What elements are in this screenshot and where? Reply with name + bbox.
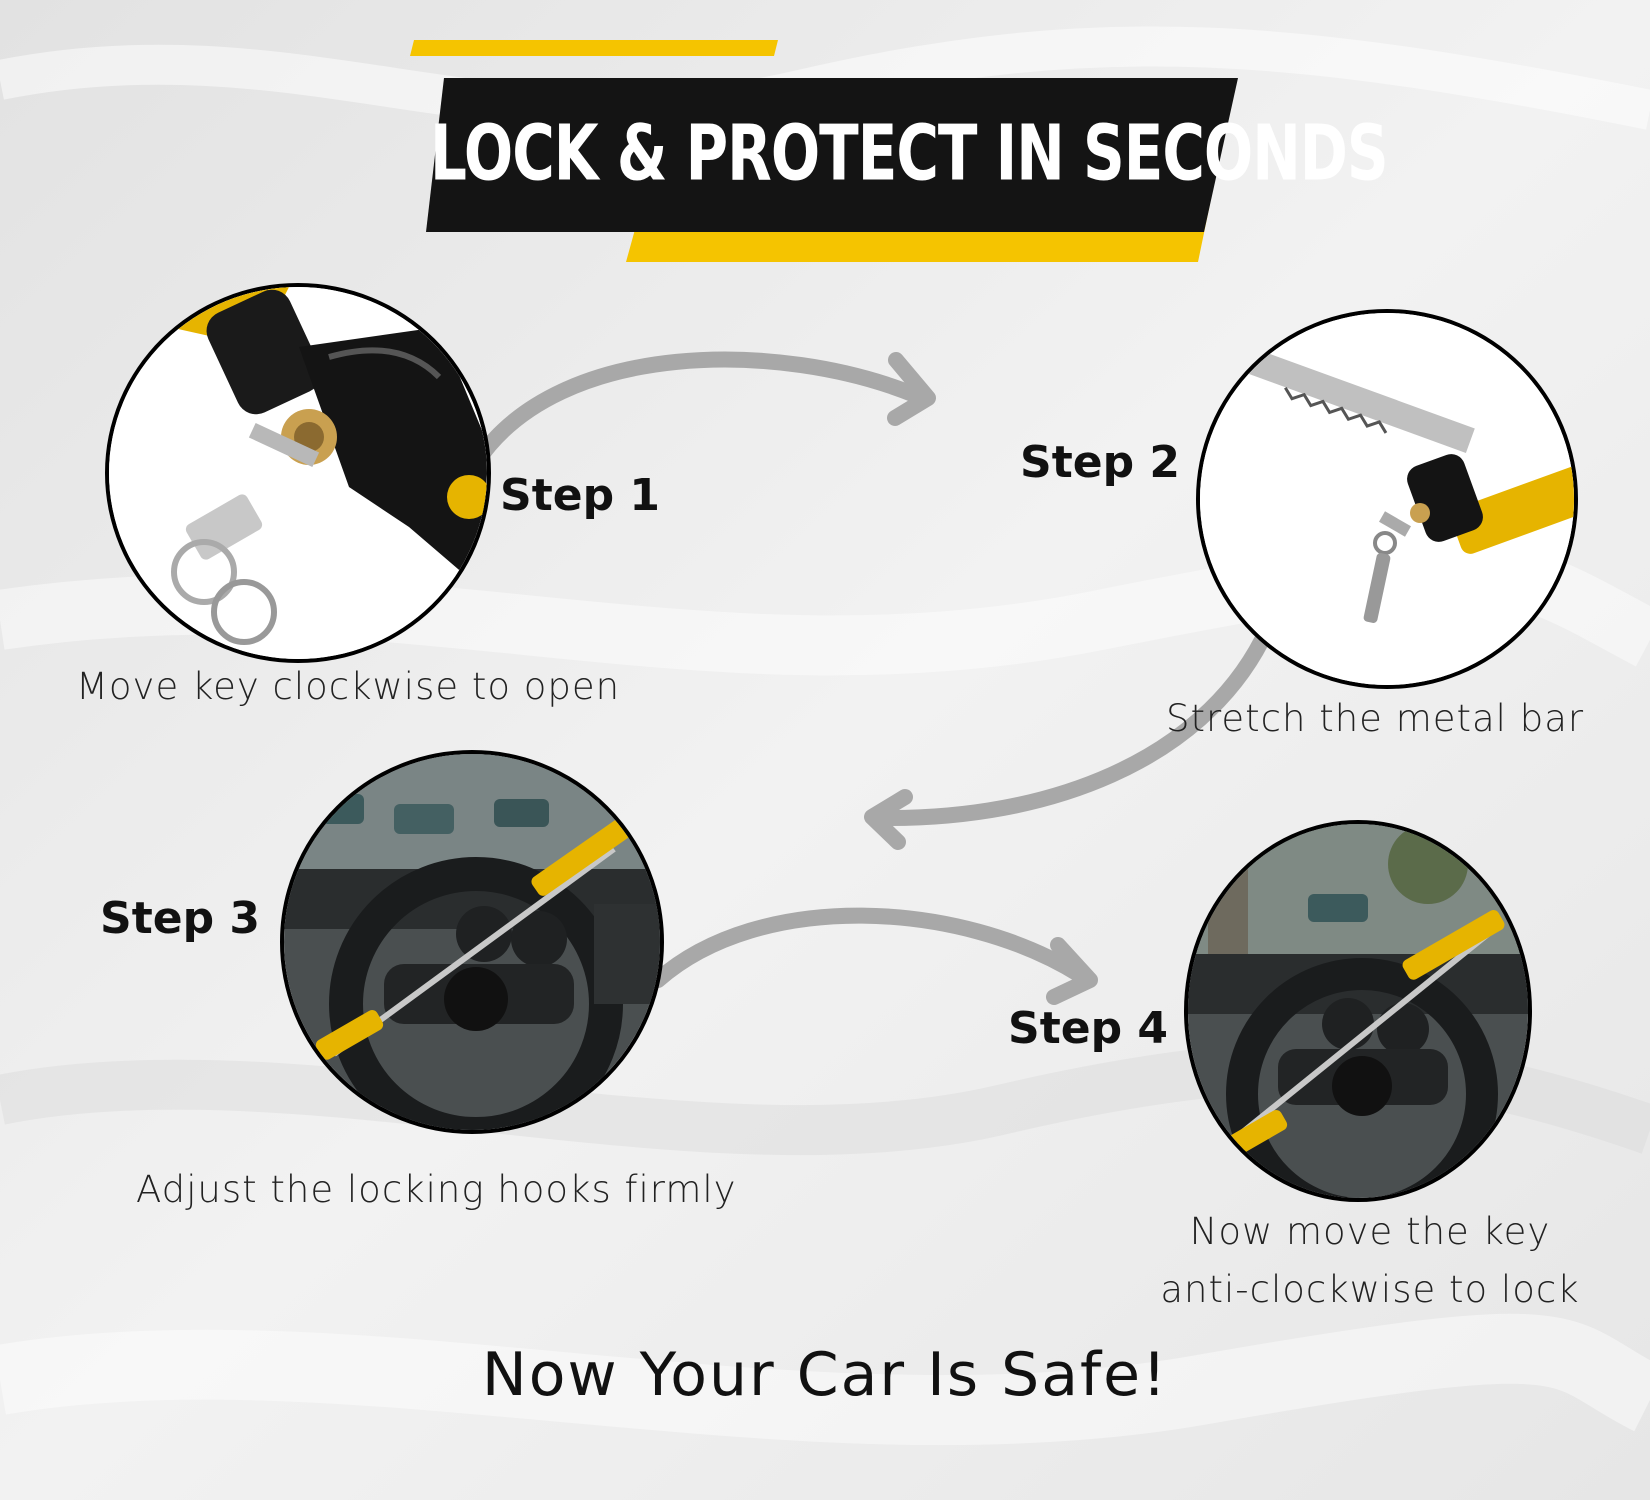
step2-image xyxy=(1196,309,1578,689)
arrow-step1-to-step2 xyxy=(470,351,923,468)
step4-label: Step 4 xyxy=(1008,1003,1168,1054)
step2-caption: Stretch the metal bar xyxy=(1166,697,1585,740)
step3-caption: Adjust the locking hooks firmly xyxy=(136,1168,737,1211)
step3-image xyxy=(280,750,664,1134)
step2-label: Step 2 xyxy=(1020,437,1180,488)
footer-tagline: Now Your Car Is Safe! xyxy=(481,1340,1169,1410)
banner-shapes xyxy=(410,40,1238,262)
step4-caption-line2: anti-clockwise to lock xyxy=(1160,1268,1580,1311)
step1-caption: Move key clockwise to open xyxy=(76,665,621,708)
step1-label: Step 1 xyxy=(500,470,660,521)
arrow-step2-to-step3 xyxy=(874,632,1270,827)
step3-label: Step 3 xyxy=(100,893,260,944)
step4-caption-line1: Now move the key xyxy=(1189,1210,1551,1253)
step1-image xyxy=(105,283,491,663)
step4-image xyxy=(1184,820,1532,1202)
banner-box xyxy=(426,78,1238,232)
arrow-step3-to-step4 xyxy=(650,907,1088,988)
banner-accent-top xyxy=(410,40,778,56)
